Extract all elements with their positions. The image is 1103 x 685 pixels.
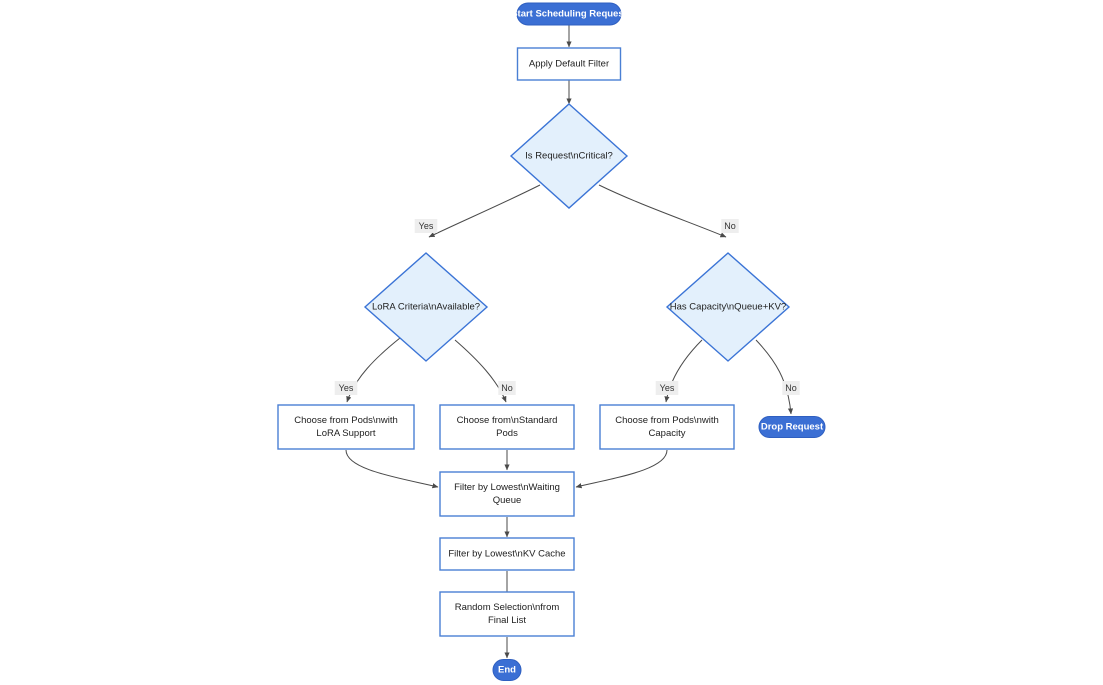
flow-node-is_critical[interactable]: Is Request\nCritical? — [509, 103, 629, 209]
edges-layer — [345, 25, 794, 659]
flow-edge — [428, 184, 541, 238]
node-shape — [277, 404, 415, 450]
node-label: Filter by Lowest\nWaiting — [454, 482, 560, 493]
flow-node-filter_kv[interactable]: Filter by Lowest\nKV Cache — [439, 537, 575, 571]
node-label: Is Request\nCritical? — [525, 151, 613, 162]
flow-edge — [598, 184, 727, 238]
flow-node-apply_filter[interactable]: Apply Default Filter — [516, 47, 622, 81]
edge-label-text: No — [501, 383, 513, 393]
node-shape — [439, 471, 575, 517]
flow-edge — [575, 449, 668, 489]
node-shape — [516, 47, 622, 81]
edge-label-background — [782, 381, 800, 395]
node-label: Random Selection\nfrom — [455, 602, 560, 613]
edge-label: Yes — [334, 381, 358, 395]
flow-edge — [664, 339, 703, 403]
node-shape — [516, 2, 622, 26]
edge-label-text: Yes — [660, 383, 675, 393]
edge-label-background — [498, 381, 516, 395]
node-shape — [439, 591, 575, 637]
node-label: Pods — [496, 428, 518, 439]
edge-label: No — [782, 381, 800, 395]
edge-label: No — [721, 219, 739, 233]
node-label: End — [498, 665, 516, 676]
flow-edge — [345, 449, 439, 489]
node-label: Has Capacity\nQueue+KV? — [670, 302, 786, 313]
edge-label-background — [334, 381, 358, 395]
edge-label: Yes — [414, 219, 438, 233]
node-label: Choose from\nStandard — [457, 415, 558, 426]
edge-label-text: No — [724, 221, 736, 231]
node-shape — [439, 404, 575, 450]
edge-label-background — [414, 219, 438, 233]
node-shape — [509, 103, 629, 209]
node-label: Capacity — [649, 428, 686, 439]
node-shape — [363, 252, 489, 362]
flow-node-has_capacity[interactable]: Has Capacity\nQueue+KV? — [665, 252, 791, 362]
flow-node-lora_criteria[interactable]: LoRA Criteria\nAvailable? — [363, 252, 489, 362]
node-label: Choose from Pods\nwith — [615, 415, 719, 426]
node-label: Filter by Lowest\nKV Cache — [448, 549, 565, 560]
edge-label: Yes — [655, 381, 679, 395]
edge-label-background — [655, 381, 679, 395]
edge-label: No — [498, 381, 516, 395]
edge-label-text: Yes — [419, 221, 434, 231]
node-label: Drop Request — [761, 422, 824, 433]
node-label: Queue — [493, 495, 522, 506]
node-shape — [439, 537, 575, 571]
node-label: Final List — [488, 615, 526, 626]
node-label: Choose from Pods\nwith — [294, 415, 398, 426]
edge-label-text: No — [785, 383, 797, 393]
node-shape — [758, 416, 826, 438]
node-label: LoRA Criteria\nAvailable? — [372, 302, 480, 313]
edge-label-background — [721, 219, 739, 233]
node-label: Start Scheduling Request — [511, 9, 627, 20]
node-shape — [665, 252, 791, 362]
flow-edge — [454, 339, 507, 403]
node-label: LoRA Support — [316, 428, 376, 439]
node-shape — [599, 404, 735, 450]
node-label: Apply Default Filter — [529, 59, 609, 70]
flow-node-drop_request[interactable]: Drop Request — [758, 416, 826, 438]
node-shape — [492, 659, 522, 681]
edge-label-text: Yes — [339, 383, 354, 393]
flow-node-end[interactable]: End — [492, 659, 522, 681]
flow-edge — [755, 339, 794, 415]
flow-node-start[interactable]: Start Scheduling Request — [511, 2, 628, 26]
